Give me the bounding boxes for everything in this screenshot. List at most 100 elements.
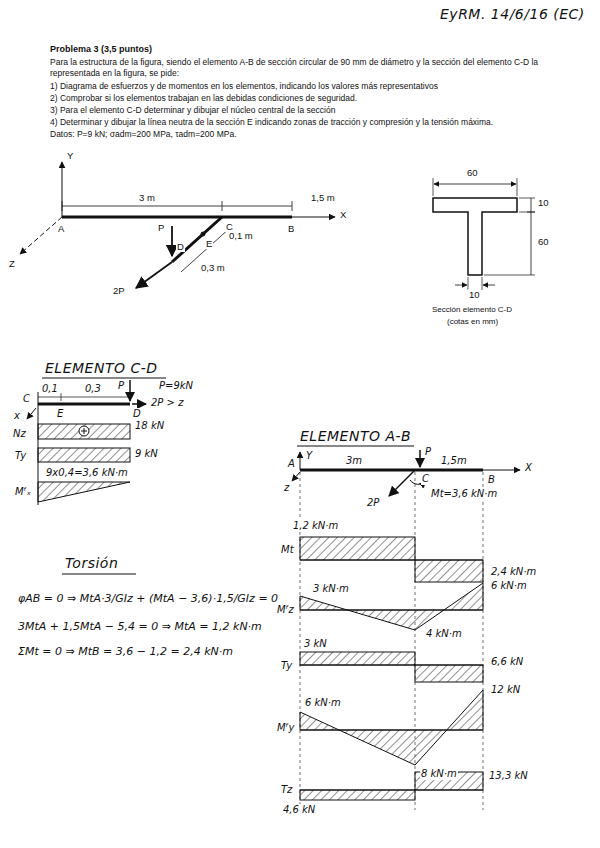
handwritten-label: 9x0,4=3,6 kN·m bbox=[45, 467, 129, 479]
figure-label: 60 bbox=[537, 236, 550, 247]
figure-label: Z bbox=[8, 258, 16, 269]
element-cd-diagrams-stroke bbox=[62, 573, 136, 574]
space-frame-stroke bbox=[222, 201, 223, 211]
space-frame-stroke bbox=[171, 226, 173, 256]
handwritten-label: Nz bbox=[12, 428, 27, 440]
figure-label: B bbox=[287, 223, 295, 234]
element-ab-diagrams-stroke bbox=[300, 537, 415, 560]
statement-text: Para la estructura de la figura, siendo … bbox=[50, 57, 580, 78]
handwritten-label: 0,1 bbox=[41, 383, 59, 395]
space-frame-stroke bbox=[62, 162, 63, 217]
handwritten-label: 1,2 kN·m bbox=[292, 520, 339, 532]
figure-label: A bbox=[57, 223, 65, 234]
t-section-stroke bbox=[519, 198, 535, 199]
element-cd-diagrams-stroke bbox=[38, 424, 130, 439]
problem-title: Problema 3 (3,5 puntos) bbox=[50, 44, 152, 55]
statement-text: Datos: P=9 kN; σadm=200 MPa, τadm=200 MP… bbox=[50, 129, 580, 140]
handwritten-label: 0,3 bbox=[84, 383, 102, 395]
handwritten-label: 4,6 kN bbox=[282, 804, 316, 816]
handwritten-label: C bbox=[22, 393, 31, 405]
space-frame-stroke bbox=[62, 206, 292, 207]
element-cd-diagrams-stroke bbox=[84, 428, 85, 434]
figure-label: 0,3 m bbox=[200, 262, 226, 273]
element-ab-diagrams-stroke bbox=[297, 445, 414, 446]
t-section-stroke bbox=[434, 184, 516, 185]
figure-label: Y bbox=[66, 150, 74, 161]
statement-text: 2) Comprobar si los elementos trabajan e… bbox=[50, 93, 580, 104]
element-ab-diagrams-stroke bbox=[300, 652, 415, 665]
statement-text: 4) Determinar y dibujar la línea neutra … bbox=[50, 117, 580, 128]
handwritten-heading: ELEMENTO A-B bbox=[300, 428, 411, 445]
t-section-stroke bbox=[484, 275, 535, 276]
element-ab-diagrams-stroke bbox=[300, 790, 415, 800]
element-ab-diagrams-stroke bbox=[300, 690, 483, 765]
handwritten-label: D bbox=[132, 408, 142, 420]
space-frame-stroke bbox=[201, 232, 205, 236]
element-cd-diagrams-stroke bbox=[61, 393, 62, 401]
element-ab-diagrams-stroke bbox=[419, 450, 421, 467]
handwritten-label: Tz bbox=[280, 784, 293, 796]
t-section-stroke bbox=[433, 178, 434, 196]
figure-label: X bbox=[339, 209, 347, 220]
space-frame-stroke bbox=[62, 216, 292, 219]
element-cd-diagrams-stroke bbox=[38, 448, 130, 462]
handwritten-label: Ty bbox=[14, 450, 27, 462]
element-ab-diagrams-stroke bbox=[415, 560, 483, 582]
t-section-stroke bbox=[527, 212, 535, 213]
handwritten-label: 1,5m bbox=[440, 455, 468, 467]
element-cd-diagrams-stroke bbox=[38, 397, 130, 398]
t-section-stroke bbox=[483, 285, 495, 286]
handwritten-label: 9 kN bbox=[134, 448, 159, 460]
figure-label: 3 m bbox=[138, 192, 156, 203]
figure-caption: (cotas en mm) bbox=[447, 317, 498, 327]
element-ab-diagrams-stroke bbox=[483, 472, 484, 810]
space-frame-stroke bbox=[62, 201, 63, 211]
handwritten-equation: φAB = 0 ⇒ MtA·3/GIz + (MtA − 3,6)·1,5/GI… bbox=[18, 592, 286, 605]
handwritten-label: 12 kN bbox=[490, 684, 521, 696]
handwritten-label: 6,6 kN bbox=[490, 656, 524, 668]
figure-label: P bbox=[157, 222, 165, 233]
handwritten-label: 18 kN bbox=[134, 420, 165, 432]
handwritten-equation: 3MtA + 1,5MtA − 5,4 = 0 ⇒ MtA = 1,2 kN·m bbox=[18, 620, 286, 633]
space-frame-stroke bbox=[292, 201, 293, 211]
handwritten-heading: Torsión bbox=[65, 555, 118, 572]
handwritten-label: A bbox=[287, 458, 296, 470]
handwritten-label: 8 kN·m bbox=[420, 768, 458, 780]
handwritten-label: 2P bbox=[366, 497, 380, 509]
figure-caption: Sección elemento C-D bbox=[432, 305, 512, 315]
handwritten-label: Ty bbox=[280, 660, 293, 672]
t-section bbox=[433, 178, 535, 290]
element-cd-diagrams-stroke bbox=[132, 403, 146, 405]
element-ab-diagrams-stroke bbox=[300, 452, 301, 470]
element-cd-diagrams-stroke bbox=[79, 426, 89, 436]
space-frame-stroke bbox=[20, 217, 62, 254]
handwritten-label: z bbox=[283, 482, 290, 494]
handwritten-label: 3m bbox=[345, 455, 363, 467]
handwritten-label: E bbox=[56, 408, 64, 420]
t-section-stroke bbox=[517, 178, 518, 196]
handwritten-label: P=9kN bbox=[158, 380, 194, 392]
handwritten-equation: ΣMt = 0 ⇒ MtB = 3,6 − 1,2 = 2,4 kN·m bbox=[18, 645, 286, 658]
handwritten-label: Mᶠy bbox=[276, 722, 296, 734]
element-cd-diagrams-stroke bbox=[42, 377, 166, 378]
handwritten-label: 3 kN·m bbox=[312, 583, 350, 595]
space-frame bbox=[20, 162, 335, 288]
figure-label: 10 bbox=[537, 197, 550, 208]
handwritten-label: 6 kN·m bbox=[304, 697, 342, 709]
figure-label: E bbox=[205, 238, 213, 249]
t-section-stroke bbox=[455, 285, 467, 286]
element-ab-diagrams-stroke bbox=[300, 583, 483, 630]
space-frame-stroke bbox=[136, 262, 172, 288]
handwritten-label: Mᶠₓ bbox=[14, 486, 32, 498]
handwritten-label: 2P > z bbox=[150, 397, 184, 409]
t-section-stroke bbox=[531, 198, 532, 275]
handwritten-label: Mt=3,6 kN·m bbox=[430, 488, 498, 500]
element-ab-diagrams-stroke bbox=[389, 470, 415, 496]
t-section-stroke bbox=[519, 212, 535, 213]
handwritten-label: 13,3 kN bbox=[488, 770, 529, 782]
statement-text: 1) Diagrama de esfuerzos y de momentos e… bbox=[50, 81, 580, 92]
handwritten-label: 2,4 kN·m bbox=[490, 566, 537, 578]
figure-label: D bbox=[176, 241, 185, 252]
